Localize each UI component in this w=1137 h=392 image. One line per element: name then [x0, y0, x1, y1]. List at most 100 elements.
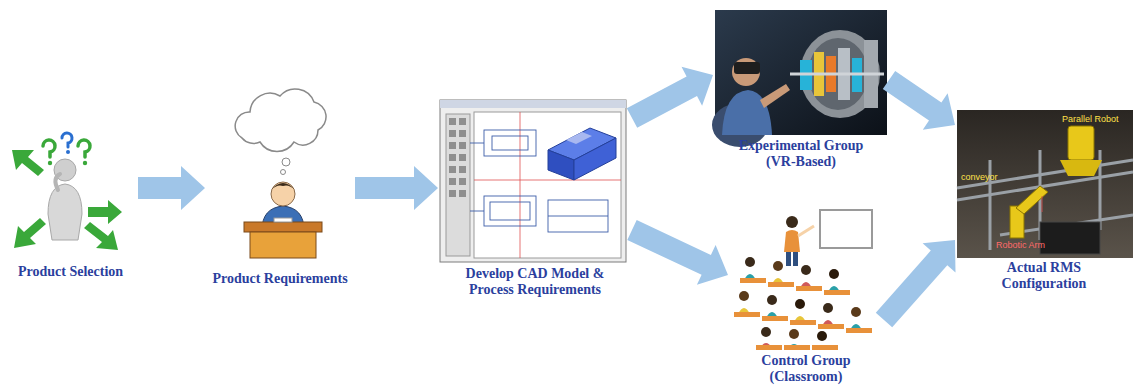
rms-photo-part	[1060, 160, 1102, 176]
student-row-part	[767, 295, 777, 305]
selection-icon	[12, 133, 122, 250]
student-row-part	[817, 331, 827, 341]
thinking-person-icon-part	[235, 89, 326, 152]
vr-photo-part	[760, 84, 790, 108]
selection-icon-part	[55, 174, 60, 190]
classroom-icon-part	[793, 252, 798, 266]
step-label: Product Requirements	[212, 271, 347, 287]
cad-screenshot-part	[474, 180, 621, 181]
student-row	[740, 257, 850, 295]
classroom-icon-part	[786, 216, 798, 228]
thinking-person-icon-part	[271, 183, 295, 190]
illustration-part-part	[449, 154, 456, 161]
cad-screenshot	[440, 100, 626, 262]
illustration-part	[449, 118, 466, 197]
cad-screenshot-part	[474, 112, 621, 258]
rms-photo-part	[1068, 126, 1094, 160]
rms-photo	[957, 110, 1133, 258]
student-row-part	[829, 269, 839, 279]
selection-icon-part	[83, 161, 87, 165]
step-label: Experimental Group (VR-Based)	[738, 138, 864, 170]
process-step: Control Group (Classroom)	[728, 203, 884, 385]
illustration-part-part	[484, 196, 536, 226]
classroom-icon-part	[784, 230, 800, 252]
vr-photo-part	[715, 10, 887, 135]
flow-arrow	[627, 67, 713, 128]
process-step: Experimental Group (VR-Based)	[713, 8, 889, 170]
selection-icon-part	[62, 133, 72, 147]
student-row	[734, 291, 872, 333]
process-step: Actual RMS Configuration	[955, 108, 1133, 292]
illustration-part-part	[459, 166, 466, 173]
selection-icon-part	[48, 184, 82, 240]
student-row-part	[768, 282, 794, 287]
part-label: Robotic Arm	[996, 240, 1045, 250]
step-label: Product Selection	[18, 264, 123, 280]
student-row-part	[796, 286, 822, 291]
illustration-part-part	[459, 178, 466, 185]
student-row-part	[739, 291, 749, 301]
rms-photo-part	[1016, 186, 1048, 214]
cad-screenshot-part	[548, 150, 574, 180]
flow-arrow	[627, 220, 728, 285]
cad-screenshot-part	[440, 100, 626, 262]
selection-icon-part	[66, 150, 70, 154]
selection-icon-part	[48, 161, 52, 165]
process-step: Product Requirements	[205, 85, 355, 287]
illustration-part-part	[492, 136, 528, 150]
illustration-part-part	[449, 142, 456, 149]
flow-arrow	[883, 71, 955, 130]
thinking-person-icon-part	[250, 232, 316, 258]
classroom-icon-part	[798, 226, 814, 236]
classroom-icon	[734, 210, 872, 350]
thinking-person-icon-part	[282, 158, 290, 166]
student-row-part	[734, 312, 760, 317]
illustration-part-part	[459, 118, 466, 125]
thinking-person-icon-part	[281, 170, 286, 175]
student-row-part	[790, 320, 816, 325]
cad-screenshot-part	[520, 112, 521, 258]
illustration-part-part	[484, 130, 536, 156]
illustration-part-part	[459, 154, 466, 161]
illustration-part-part	[449, 166, 456, 173]
classroom-icon-part	[786, 252, 791, 266]
student-row-part	[773, 261, 783, 271]
student-row-part	[756, 345, 782, 350]
rms-photo-part	[957, 110, 1133, 258]
illustration-part-part	[459, 142, 466, 149]
vr-photo-part	[734, 62, 760, 74]
process-step: Product Selection	[3, 140, 138, 280]
step-label: Control Group (Classroom)	[751, 353, 861, 385]
illustration-part-part	[957, 172, 1133, 200]
student-row-part	[812, 345, 838, 350]
illustration-part-part	[470, 143, 484, 144]
illustration-part-part	[449, 118, 456, 125]
cad-screenshot-part	[574, 138, 616, 180]
selection-icon-part	[12, 150, 44, 176]
vr-photo	[712, 10, 887, 147]
vr-photo-part	[732, 58, 760, 86]
student-row-part	[823, 303, 833, 313]
part-label: Parallel Robot	[1062, 114, 1119, 124]
illustration-part-part	[490, 202, 530, 220]
illustration-part-part	[470, 211, 484, 212]
selection-icon-part	[78, 140, 90, 157]
selection-icon-part	[43, 140, 55, 157]
illustration-part-part	[449, 190, 456, 197]
vr-photo-part	[790, 73, 884, 76]
step-label: Actual RMS Configuration	[989, 260, 1099, 292]
student-row-part	[740, 278, 766, 283]
student-row-part	[824, 290, 850, 295]
student-row-part	[784, 345, 810, 350]
student-row-part	[745, 257, 755, 267]
illustration-part-part	[449, 178, 456, 185]
student-row-part	[789, 329, 799, 339]
student-row-part	[801, 265, 811, 275]
thinking-person-icon-part	[244, 222, 322, 232]
cad-screenshot-part	[440, 100, 626, 108]
vr-photo-part	[722, 90, 772, 135]
student-row	[756, 327, 838, 350]
step-label: Develop CAD Model & Process Requirements	[453, 266, 618, 298]
